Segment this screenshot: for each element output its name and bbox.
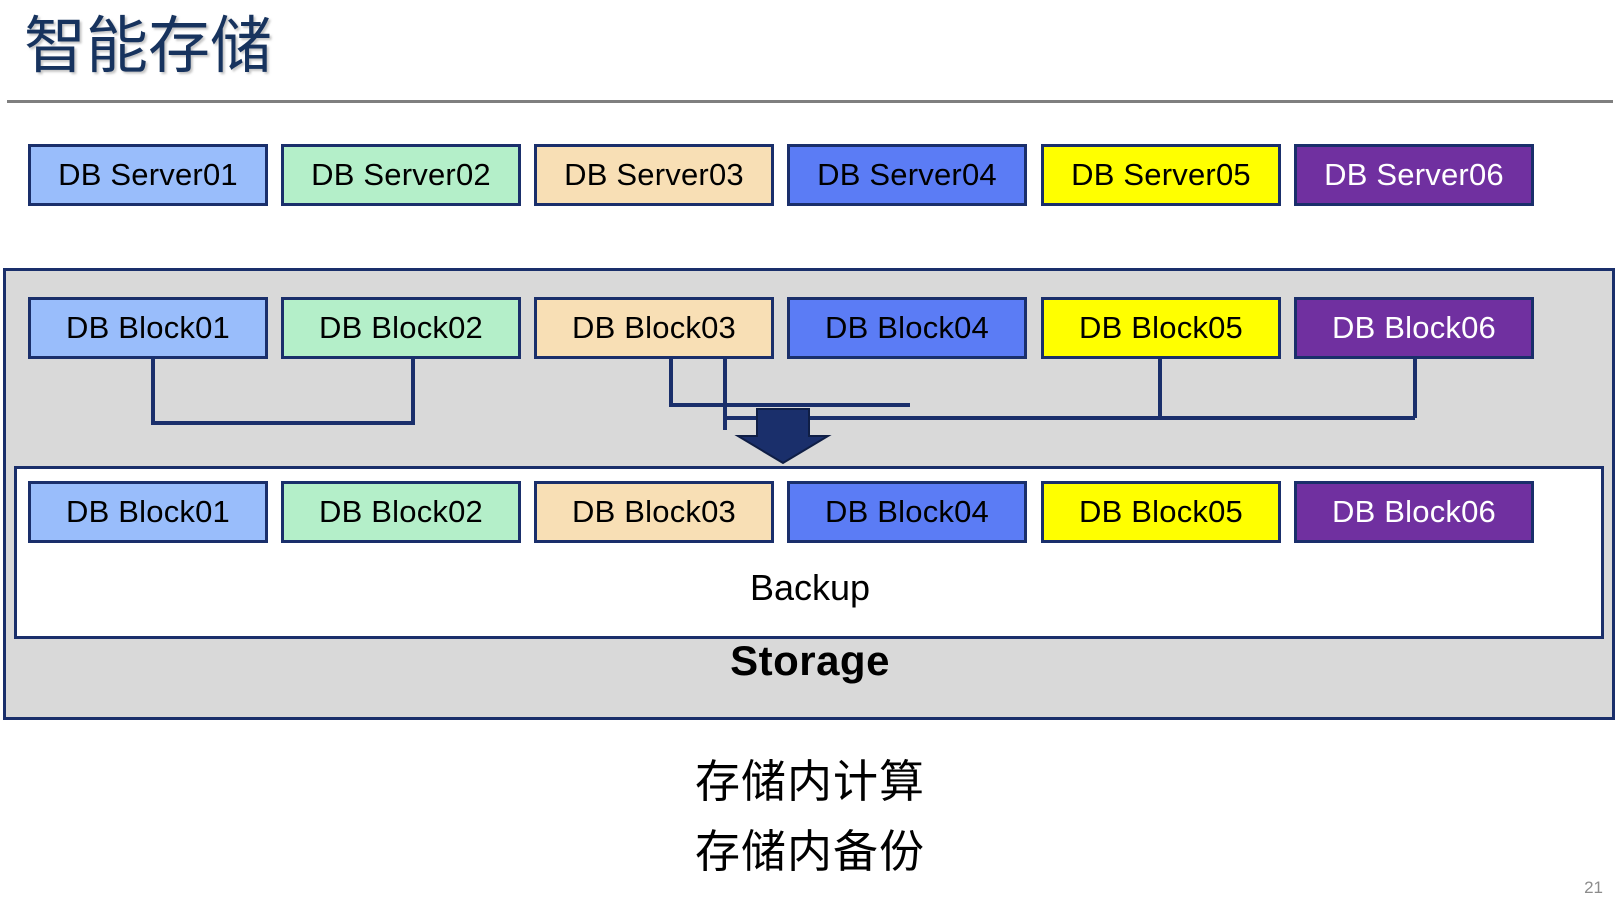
caption-in-storage-compute: 存储内计算 [694, 756, 925, 807]
db-block-top-label: DB Block06 [1332, 310, 1496, 345]
db-block-top-6[interactable]: DB Block06 [1294, 297, 1534, 359]
db-server-3[interactable]: DB Server03 [534, 144, 774, 206]
db-block-top-label: DB Block01 [66, 310, 230, 345]
db-server-label: DB Server04 [817, 157, 997, 192]
db-server-2[interactable]: DB Server02 [281, 144, 521, 206]
db-block-bottom-label: DB Block03 [572, 494, 736, 529]
db-server-6[interactable]: DB Server06 [1294, 144, 1534, 206]
db-block-bottom-4[interactable]: DB Block04 [787, 481, 1027, 543]
db-block-bottom-1[interactable]: DB Block01 [28, 481, 268, 543]
db-block-top-label: DB Block03 [572, 310, 736, 345]
caption-in-storage-backup: 存储内备份 [694, 826, 925, 877]
backup-label: Backup [749, 567, 871, 608]
db-server-4[interactable]: DB Server04 [787, 144, 1027, 206]
title-divider [7, 100, 1613, 103]
db-block-bottom-label: DB Block05 [1079, 494, 1243, 529]
db-block-top-3[interactable]: DB Block03 [534, 297, 774, 359]
db-block-top-1[interactable]: DB Block01 [28, 297, 268, 359]
db-block-top-label: DB Block02 [319, 310, 483, 345]
db-block-top-2[interactable]: DB Block02 [281, 297, 521, 359]
db-block-top-4[interactable]: DB Block04 [787, 297, 1027, 359]
db-server-1[interactable]: DB Server01 [28, 144, 268, 206]
db-server-label: DB Server06 [1324, 157, 1504, 192]
db-block-bottom-6[interactable]: DB Block06 [1294, 481, 1534, 543]
db-block-bottom-5[interactable]: DB Block05 [1041, 481, 1281, 543]
db-server-5[interactable]: DB Server05 [1041, 144, 1281, 206]
storage-label: Storage [730, 637, 890, 684]
db-server-label: DB Server02 [311, 157, 491, 192]
page-title: 智能存储 [24, 12, 273, 81]
db-block-bottom-label: DB Block04 [825, 494, 989, 529]
db-block-bottom-label: DB Block06 [1332, 494, 1496, 529]
db-block-top-5[interactable]: DB Block05 [1041, 297, 1281, 359]
db-block-bottom-2[interactable]: DB Block02 [281, 481, 521, 543]
db-block-bottom-label: DB Block01 [66, 494, 230, 529]
db-server-label: DB Server05 [1071, 157, 1251, 192]
db-block-bottom-3[interactable]: DB Block03 [534, 481, 774, 543]
db-server-label: DB Server03 [564, 157, 744, 192]
db-block-top-label: DB Block04 [825, 310, 989, 345]
db-block-top-label: DB Block05 [1079, 310, 1243, 345]
db-server-label: DB Server01 [58, 157, 238, 192]
db-block-bottom-label: DB Block02 [319, 494, 483, 529]
page-number: 21 [1584, 878, 1603, 897]
